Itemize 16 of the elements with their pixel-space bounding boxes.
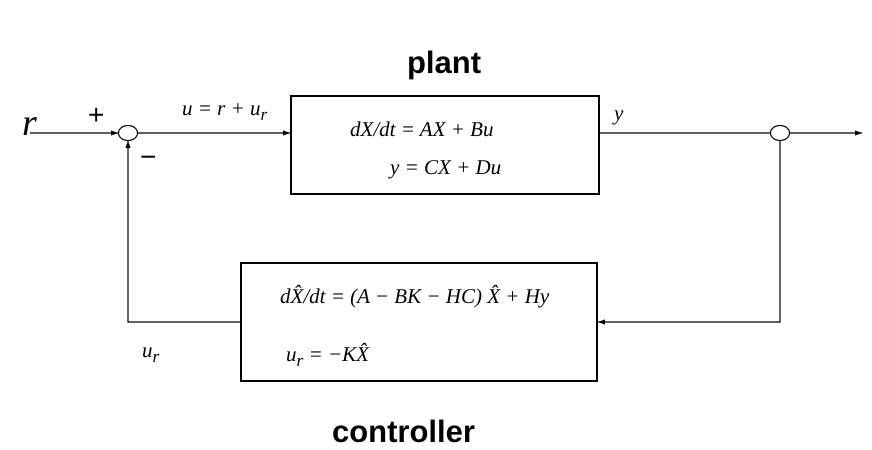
- block-title: plant: [407, 47, 482, 78]
- arrow: [790, 130, 862, 136]
- equation: y = CX + Du: [390, 157, 502, 178]
- arrow: [598, 141, 781, 325]
- arrow: [30, 130, 118, 136]
- summing-junction: [770, 125, 790, 141]
- signal-label: r: [22, 104, 37, 142]
- arrow: [138, 130, 290, 136]
- arrow: [125, 141, 240, 323]
- summing-junction: [118, 125, 138, 141]
- minus-sign: −: [140, 143, 156, 171]
- equation: dX̂/dt = (A − BK − HC) X̂ + Hy: [280, 286, 550, 307]
- plus-sign: +: [88, 101, 104, 129]
- block-title: controller: [332, 416, 475, 447]
- equation: dX/dt = AX + Bu: [350, 119, 494, 140]
- equation: u$_{r}$ = −KX̂: [286, 344, 369, 370]
